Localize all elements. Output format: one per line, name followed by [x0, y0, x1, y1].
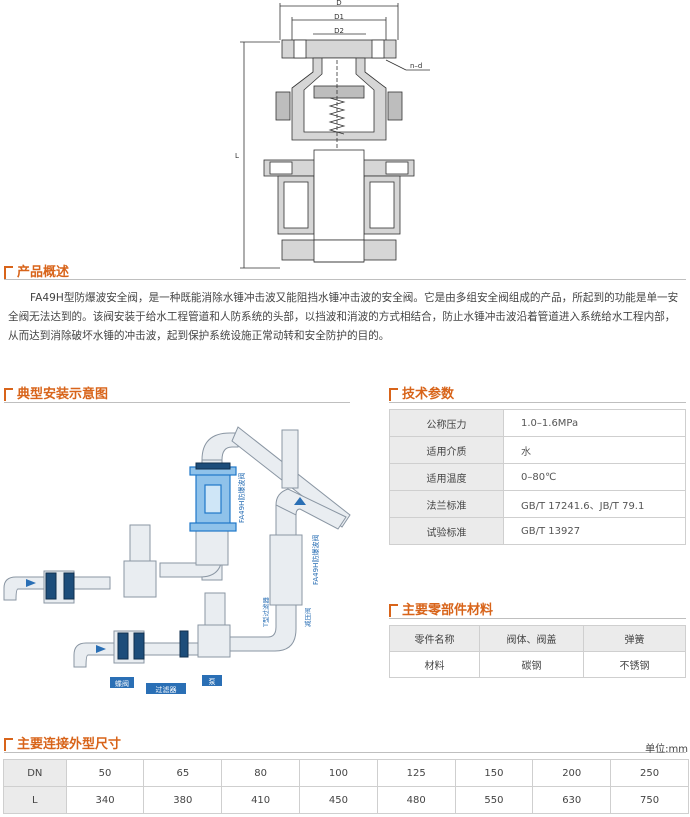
divider — [4, 402, 350, 403]
pump-label: 泵 — [209, 678, 216, 686]
divider — [4, 752, 686, 753]
dim-nd-label: n–d — [410, 62, 422, 70]
table-row: 材料 碳钢 不锈钢 — [389, 651, 686, 678]
table-cell: 450 — [299, 786, 378, 814]
divider — [389, 618, 686, 619]
section-marker-icon — [389, 604, 398, 617]
param-name: 适用温度 — [389, 463, 504, 491]
table-cell: 50 — [65, 759, 145, 787]
table-cell: 碳钢 — [479, 651, 584, 678]
tech-title-text: 技术参数 — [402, 387, 455, 402]
param-name: 法兰标准 — [389, 490, 504, 518]
dims-title: 主要连接外型尺寸 — [4, 733, 121, 752]
unit-label: 单位:mm — [645, 744, 688, 755]
param-name: 公称压力 — [389, 409, 504, 437]
param-value: GB/T 17241.6、JB/T 79.1 — [503, 490, 686, 518]
table-cell: 125 — [376, 759, 456, 787]
table-row: DN 50 65 80 100 125 150 200 250 — [3, 759, 689, 787]
table-cell: 410 — [221, 786, 300, 814]
valve-a-label: FA49H防爆波阀 — [237, 473, 246, 523]
table-cell: 100 — [299, 759, 378, 787]
overview-title: 产品概述 — [4, 261, 69, 280]
installation-diagram: FA49H防爆波阀 FA49H防爆波阀 T型过滤器 减压阀 蝶阀 过滤器 泵 — [3, 426, 351, 694]
section-marker-icon — [4, 738, 13, 751]
materials-title: 主要零部件材料 — [389, 599, 493, 618]
table-cell: 630 — [532, 786, 612, 814]
header-cell: 弹簧 — [583, 625, 686, 652]
table-cell: 250 — [610, 759, 689, 787]
header-cell: 阀体、阀盖 — [479, 625, 584, 652]
tag-t-label: T型过滤器 — [261, 597, 270, 628]
divider — [389, 402, 686, 403]
table-cell: 150 — [454, 759, 534, 787]
row-label: L — [3, 786, 67, 814]
table-cell: 340 — [65, 786, 145, 814]
gate-label: 蝶阀 — [115, 679, 129, 688]
dim-d1-label: D1 — [334, 13, 344, 21]
overview-paragraph: FA49H型防爆波安全阀，是一种既能消除水锤冲击波又能阻挡水锤冲击波的安全阀。它… — [8, 292, 679, 342]
param-value: 0–80℃ — [503, 463, 686, 491]
install-title: 典型安装示意图 — [4, 383, 108, 402]
param-name: 适用介质 — [389, 436, 504, 464]
table-cell: 750 — [610, 786, 689, 814]
dim-d-label: D — [336, 0, 341, 7]
materials-title-text: 主要零部件材料 — [402, 603, 494, 618]
tag-s-label: 减压阀 — [303, 608, 312, 628]
overview-title-text: 产品概述 — [17, 265, 70, 280]
divider — [4, 279, 686, 280]
dims-title-text: 主要连接外型尺寸 — [17, 737, 122, 752]
materials-table: 零件名称 阀体、阀盖 弹簧 材料 碳钢 不锈钢 — [389, 625, 686, 678]
tech-title: 技术参数 — [389, 383, 454, 402]
table-cell: 200 — [532, 759, 612, 787]
table-cell: 80 — [221, 759, 300, 787]
param-value: GB/T 13927 — [503, 517, 686, 545]
section-marker-icon — [4, 266, 13, 279]
section-marker-icon — [389, 388, 398, 401]
row-label: DN — [3, 759, 67, 787]
valve-cross-section-drawing: D D1 D2 n–d L — [235, 0, 430, 269]
table-cell: 380 — [143, 786, 223, 814]
table-row: 适用介质水 — [389, 436, 686, 464]
filter-label: 过滤器 — [156, 685, 177, 694]
valve-b-label: FA49H防爆波阀 — [311, 535, 320, 585]
param-value: 1.0–1.6MPa — [503, 409, 686, 437]
section-marker-icon — [4, 388, 13, 401]
param-name: 试验标准 — [389, 517, 504, 545]
install-title-text: 典型安装示意图 — [17, 387, 109, 402]
table-cell: 材料 — [389, 651, 480, 678]
dimensions-table: DN 50 65 80 100 125 150 200 250 L 340 38… — [3, 759, 689, 814]
header-cell: 零件名称 — [389, 625, 480, 652]
dim-l-label: L — [235, 152, 239, 160]
dim-d2-label: D2 — [334, 27, 344, 35]
table-row: L 340 380 410 450 480 550 630 750 — [3, 786, 689, 814]
table-cell: 480 — [376, 786, 456, 814]
table-cell: 不锈钢 — [583, 651, 686, 678]
table-header-row: 零件名称 阀体、阀盖 弹簧 — [389, 625, 686, 652]
table-cell: 65 — [143, 759, 223, 787]
table-cell: 550 — [454, 786, 534, 814]
param-value: 水 — [503, 436, 686, 464]
